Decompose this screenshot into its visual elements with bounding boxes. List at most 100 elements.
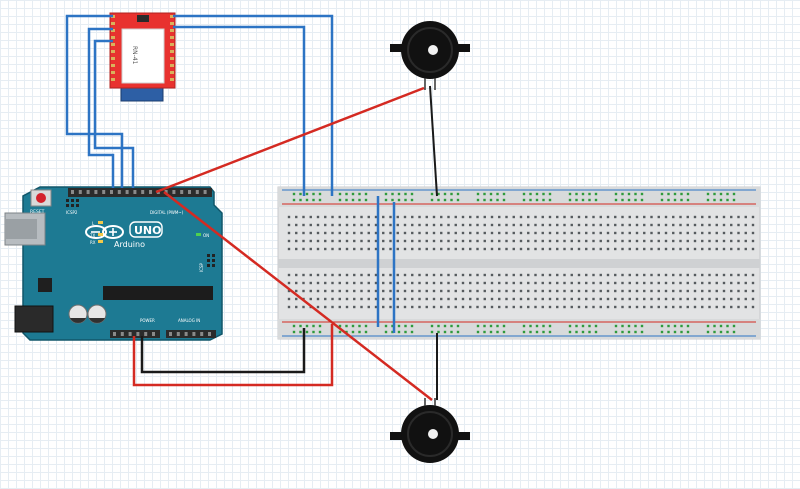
breadboard-hole	[432, 297, 436, 301]
breadboard-hole	[527, 247, 530, 251]
breadboard-center-channel	[278, 259, 760, 268]
breadboard-hole	[621, 305, 624, 309]
breadboard-hole	[541, 231, 544, 235]
breadboard-hole	[374, 223, 378, 227]
breadboard-hole	[527, 273, 530, 277]
breadboard-hole	[418, 273, 421, 277]
breadboard-hole	[722, 223, 726, 227]
power-label: POWER	[140, 318, 155, 323]
breadboard-hole	[418, 231, 421, 235]
breadboard-hole	[548, 273, 552, 277]
breadboard-hole	[730, 305, 733, 309]
analog-pin	[176, 332, 180, 336]
rail-hole	[660, 198, 664, 202]
breadboard-hole	[505, 289, 508, 293]
breadboard-hole	[324, 247, 327, 251]
breadboard-hole	[403, 231, 407, 235]
breadboard-hole	[396, 239, 399, 243]
breadboard-hole	[751, 223, 755, 227]
digital-pin	[125, 190, 129, 194]
breadboard-hole	[556, 247, 559, 251]
rail-hole	[404, 324, 407, 328]
breadboard-hole	[664, 247, 668, 251]
rail-hole	[437, 192, 440, 196]
breadboard-hole	[418, 247, 421, 251]
on-label: ON	[203, 233, 209, 238]
breadboard-hole	[316, 247, 320, 251]
breadboard-hole	[396, 273, 399, 277]
breadboard-hole	[389, 223, 392, 227]
breadboard-hole	[316, 239, 320, 243]
breadboard-hole	[650, 273, 653, 277]
breadboard-hole	[490, 273, 494, 277]
rail-hole	[391, 330, 394, 334]
breadboard-hole	[556, 239, 559, 243]
breadboard-hole	[403, 305, 407, 309]
breadboard-hole	[367, 231, 370, 235]
breadboard-hole	[353, 239, 356, 243]
rail-hole	[542, 330, 545, 334]
breadboard-hole	[614, 215, 617, 219]
breadboard-hole	[425, 239, 428, 243]
breadboard-hole	[751, 305, 755, 309]
breadboard-hole	[701, 215, 704, 219]
breadboard-top-rail	[278, 187, 760, 207]
breadboard-hole	[563, 247, 566, 251]
breadboard-hole	[295, 281, 298, 285]
breadboard-hole	[751, 289, 755, 293]
breadboard-hole	[643, 297, 646, 301]
rail-hole	[575, 198, 578, 202]
breadboard-hole	[534, 239, 537, 243]
breadboard-hole	[722, 247, 726, 251]
rail-hole	[548, 330, 552, 334]
rail-hole	[614, 330, 618, 334]
breadboard-hole	[556, 273, 559, 277]
breadboard-hole	[563, 273, 566, 277]
rail-hole	[496, 324, 499, 328]
breadboard-hole	[483, 247, 486, 251]
breadboard-hole	[295, 231, 298, 235]
rail-hole	[594, 324, 598, 328]
breadboard-hole	[563, 239, 566, 243]
breadboard-hole	[541, 223, 544, 227]
breadboard-hole	[476, 247, 479, 251]
breadboard-hole	[534, 297, 537, 301]
breadboard-hole	[534, 231, 537, 235]
breadboard-hole	[353, 215, 356, 219]
breadboard-hole	[483, 281, 486, 285]
bt-pin-left	[111, 50, 115, 53]
icsp2-pin	[71, 199, 74, 202]
digital-pin	[164, 190, 168, 194]
breadboard-hole	[548, 289, 552, 293]
breadboard-hole	[353, 273, 356, 277]
breadboard-hole	[708, 289, 711, 293]
breadboard-hole	[693, 239, 697, 243]
breadboard-hole	[730, 215, 733, 219]
rail-hole	[305, 330, 309, 334]
rail-hole	[443, 324, 447, 328]
rail-hole	[535, 198, 539, 202]
breadboard-hole	[476, 239, 479, 243]
breadboard-hole	[585, 297, 588, 301]
breadboard-hole	[425, 289, 428, 293]
breadboard-hole	[512, 247, 515, 251]
rx-label: RX	[90, 240, 96, 245]
breadboard-hole	[679, 273, 682, 277]
breadboard-hole	[708, 273, 711, 277]
arduino-uno-board: RESET ICSP2 DIGITAL (PWM~) Arduino UNO L…	[4, 186, 223, 341]
breadboard-hole	[512, 297, 515, 301]
breadboard-hole	[556, 223, 559, 227]
breadboard-hole	[621, 281, 624, 285]
breadboard-hole	[440, 297, 443, 301]
breadboard-hole	[650, 223, 653, 227]
power-pin	[120, 332, 124, 336]
breadboard-hole	[737, 231, 740, 235]
breadboard-hole	[672, 273, 675, 277]
rail-hole	[713, 198, 716, 202]
breadboard-hole	[730, 223, 733, 227]
breadboard-hole	[621, 297, 624, 301]
breadboard-hole	[679, 305, 682, 309]
breadboard-hole	[621, 215, 624, 219]
breadboard-hole	[432, 215, 436, 219]
arduino-pcb	[22, 186, 223, 341]
